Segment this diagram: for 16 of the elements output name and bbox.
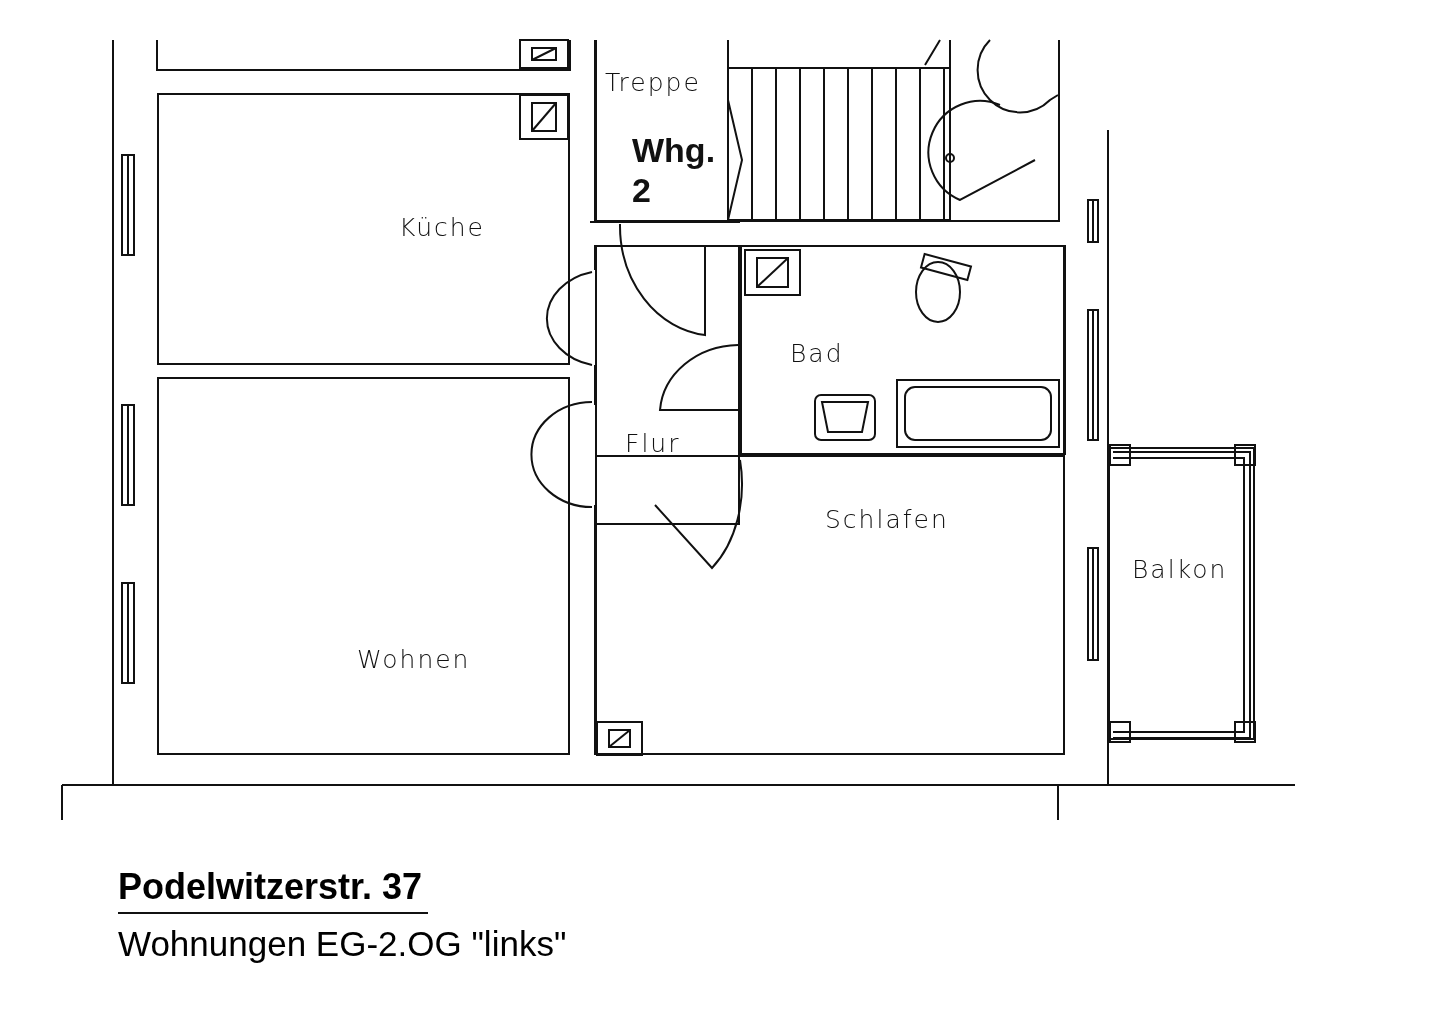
plan-title: Podelwitzerstr. 37 bbox=[118, 866, 429, 914]
apartment-number: Whg. 2 bbox=[632, 130, 717, 210]
room-outline bbox=[157, 377, 570, 755]
room-name: Küche bbox=[399, 213, 485, 242]
room-name: Wohnen bbox=[357, 645, 471, 674]
room-outline bbox=[595, 455, 1065, 755]
room-outline bbox=[740, 245, 1065, 455]
room-name: Treppe bbox=[605, 68, 701, 97]
room-name: Balkon bbox=[1132, 555, 1228, 584]
room-name: Bad bbox=[790, 339, 844, 368]
room-outline bbox=[595, 245, 740, 525]
room-name: Schlafen bbox=[825, 505, 949, 534]
room-name: Flur bbox=[625, 429, 681, 458]
plan-caption: Wohnungen EG-2.OG "links" bbox=[118, 924, 567, 964]
room-outline bbox=[595, 40, 1060, 222]
room-outline bbox=[157, 93, 570, 365]
